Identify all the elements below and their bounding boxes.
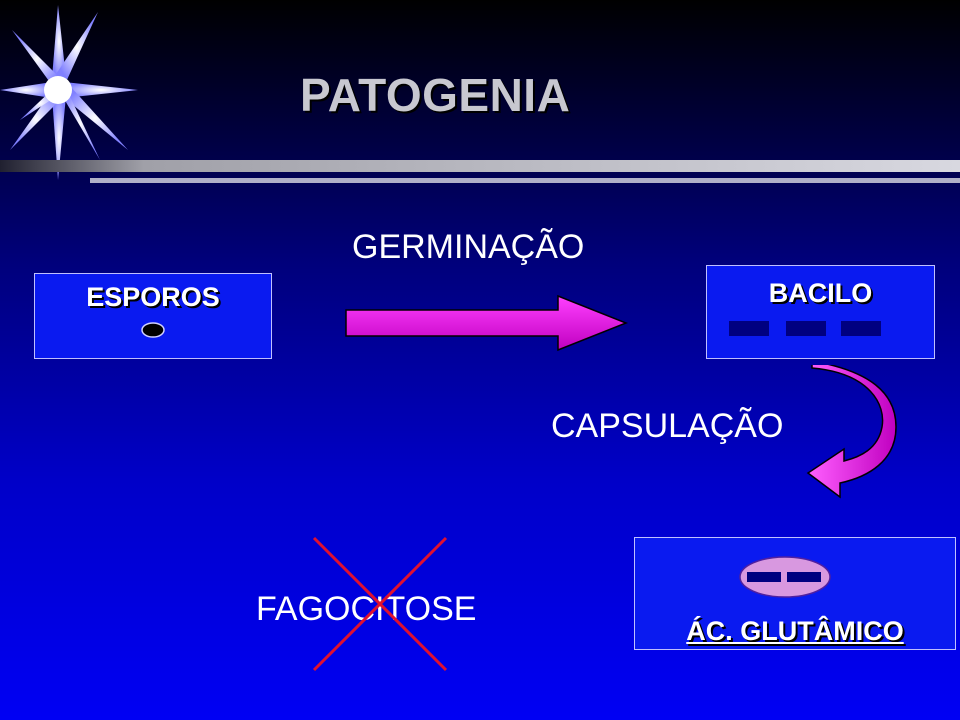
bacillus-cell [729,321,769,336]
title-divider [0,160,960,183]
capsule-icon [739,556,831,598]
capsulation-arrow [806,365,897,499]
capsulation-label: CAPSULAÇÃO [551,407,784,445]
phagocytosis-label: FAGOCITOSE [256,590,477,628]
spores-box: ESPOROS [34,273,272,359]
bacillus-cell [786,321,826,336]
bacillus-box: BACILO [706,265,935,359]
bacillus-cell [841,321,881,336]
glutamic-acid-box: ÁC. GLUTÂMICO [634,537,956,650]
germination-arrow [345,294,629,352]
cross-out-icon [312,536,448,672]
spores-label: ESPOROS [86,282,220,312]
bacillus-label: BACILO [768,278,873,308]
star-burst-icon [0,5,138,180]
slide-title: PATOGENIA [300,69,571,121]
germination-label: GERMINAÇÃO [352,228,585,266]
spore-icon [141,322,165,338]
glutamic-acid-label: ÁC. GLUTÂMICO [686,616,904,646]
